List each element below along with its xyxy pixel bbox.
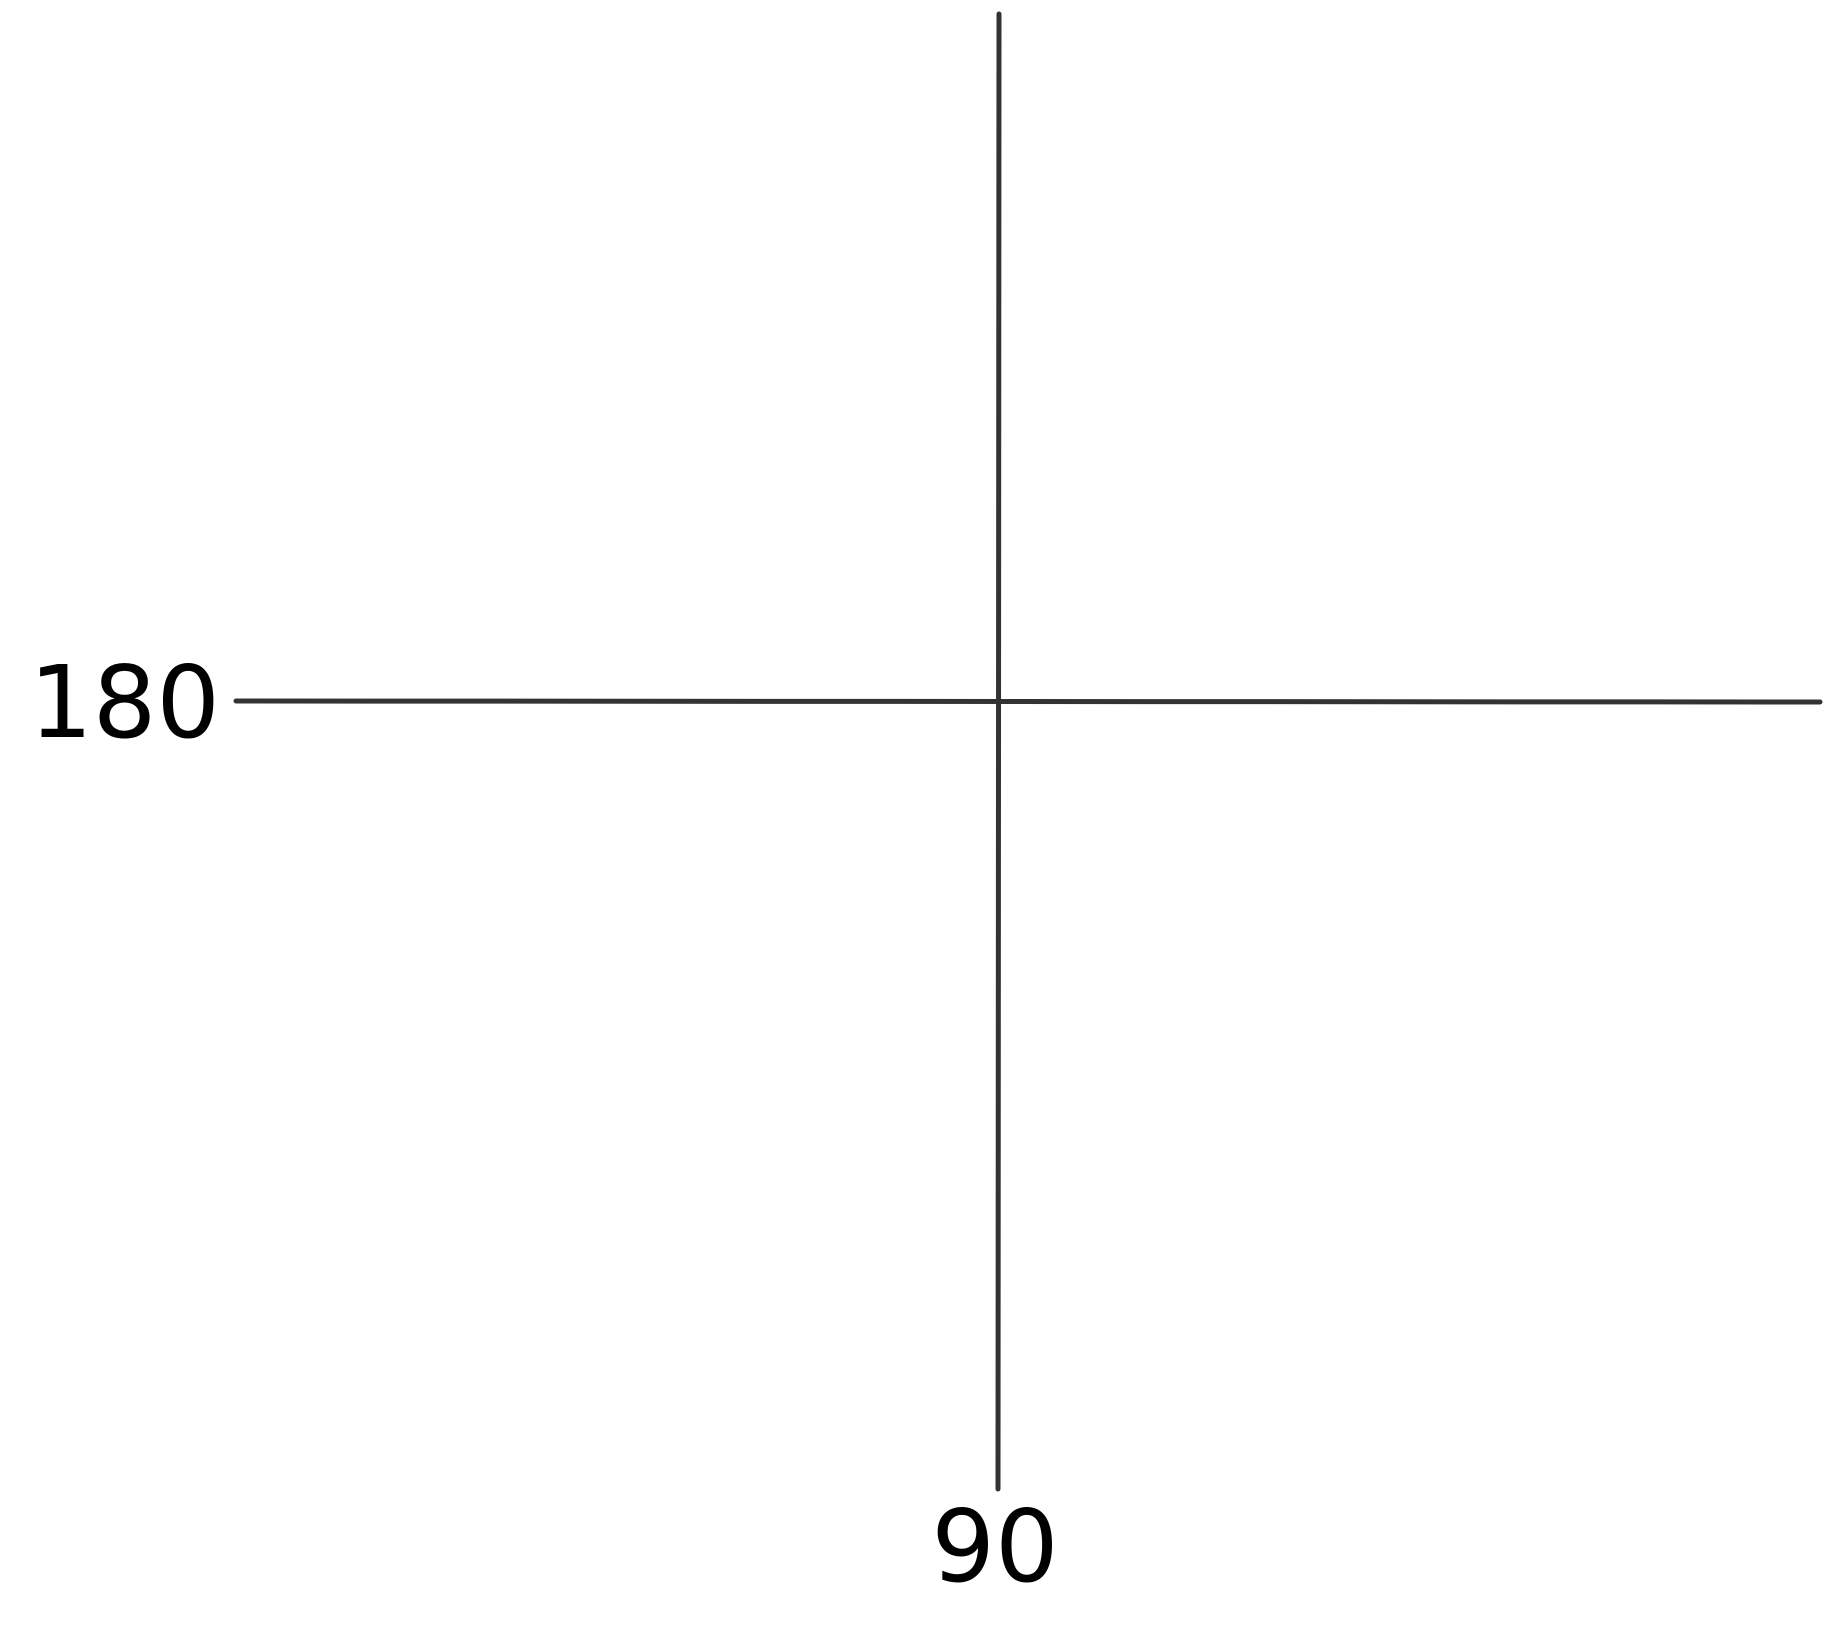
label-90: 90 [931, 1488, 1058, 1605]
horizontal-line [233, 698, 1823, 705]
vertical-line [995, 11, 1002, 1492]
label-180: 180 [29, 644, 220, 761]
